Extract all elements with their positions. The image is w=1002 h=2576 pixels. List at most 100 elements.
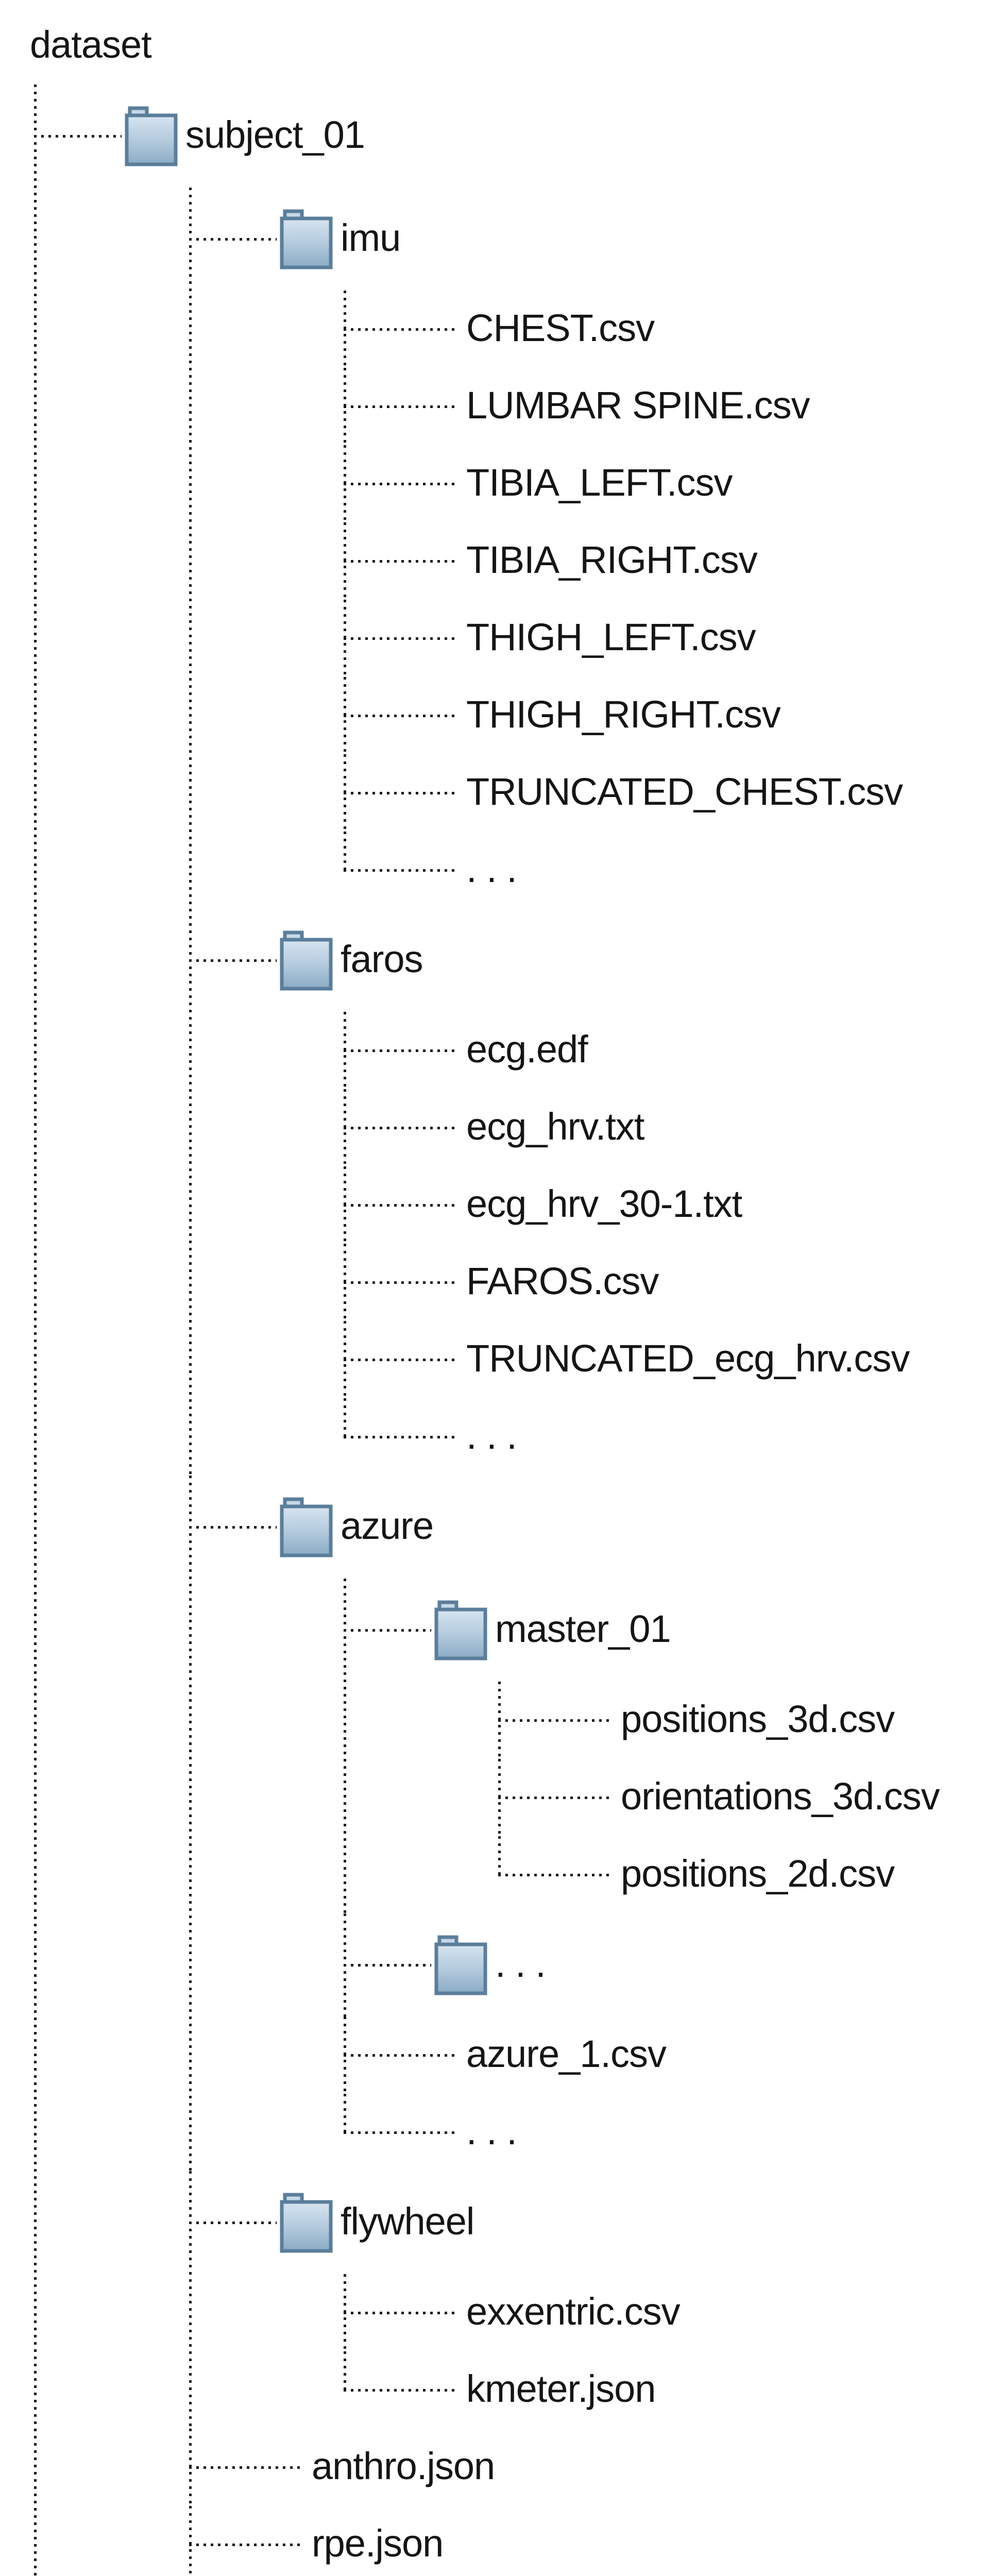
file-row-anthro-json: anthro.json (0, 2429, 1002, 2506)
node-label-tibia-left-csv: TIBIA_LEFT.csv (466, 461, 733, 504)
node-label-dataset: dataset (30, 23, 152, 66)
file-row-lumbar-spine-csv: LUMBAR SPINE.csv (0, 368, 1002, 445)
tree-node-ellipsis: . . . (0, 832, 1002, 909)
node-label-ellipsis: . . . (466, 848, 517, 890)
children-of-azure: master_01 positions_3d.csv orientations_3d… (0, 1579, 1002, 2171)
tree-node-ecg-hrv-txt: ecg_hrv.txt (0, 1089, 1002, 1166)
node-label-ecg-hrv-30-1-txt: ecg_hrv_30-1.txt (466, 1182, 742, 1225)
file-row-ellipsis: . . . (0, 1398, 1002, 1476)
file-row-ecg-hrv-txt: ecg_hrv.txt (0, 1089, 1002, 1166)
file-row-azure-1-csv: azure_1.csv (0, 2016, 1002, 2094)
tree-node-ellipsis: . . . (0, 2094, 1002, 2171)
node-label-ellipsis: . . . (495, 1942, 546, 1985)
tree-root-row: dataset (0, 7, 1002, 84)
file-row-ellipsis: . . . (0, 2094, 1002, 2171)
children-of-flywheel: exxentric.csv kmeter.json (0, 2274, 1002, 2429)
node-label-ellipsis: . . . (466, 2110, 517, 2153)
tree-node-truncated-ecg-hrv-csv: TRUNCATED_ecg_hrv.csv (0, 1321, 1002, 1398)
file-row-orientations-3d-csv: orientations_3d.csv (0, 1759, 1002, 1836)
file-row-tibia-right-csv: TIBIA_RIGHT.csv (0, 522, 1002, 600)
tree-node-ellipsis: . . . (0, 1398, 1002, 1476)
tree-node-truncated-chest-csv: TRUNCATED_CHEST.csv (0, 754, 1002, 832)
node-label-lumbar-spine-csv: LUMBAR SPINE.csv (466, 384, 810, 427)
node-label-ecg-hrv-txt: ecg_hrv.txt (466, 1105, 644, 1148)
file-row-exxentric-csv: exxentric.csv (0, 2274, 1002, 2351)
node-label-thigh-right-csv: THIGH_RIGHT.csv (466, 693, 781, 736)
node-label-subject-01: subject_01 (185, 113, 365, 156)
node-label-faros: faros (341, 938, 423, 980)
tree-node-faros-csv: FAROS.csv (0, 1244, 1002, 1321)
folder-row-flywheel: flywheel (0, 2171, 1002, 2274)
file-row-truncated-ecg-hrv-csv: TRUNCATED_ecg_hrv.csv (0, 1321, 1002, 1398)
tree-node-ellipsis: . . . (0, 1913, 1002, 2016)
node-label-positions-2d-csv: positions_2d.csv (621, 1852, 895, 1895)
folder-icon (280, 209, 333, 269)
tree-node-anthro-json: anthro.json (0, 2429, 1002, 2506)
file-row-thigh-right-csv: THIGH_RIGHT.csv (0, 677, 1002, 754)
node-label-thigh-left-csv: THIGH_LEFT.csv (466, 616, 756, 658)
file-row-ecg-edf: ecg.edf (0, 1012, 1002, 1089)
tree-node-exxentric-csv: exxentric.csv (0, 2274, 1002, 2351)
file-row-faros-csv: FAROS.csv (0, 1244, 1002, 1321)
node-label-truncated-chest-csv: TRUNCATED_CHEST.csv (466, 770, 903, 813)
tree-node-kmeter-json: kmeter.json (0, 2351, 1002, 2429)
folder-row-ellipsis: . . . (0, 1913, 1002, 2016)
folder-icon (280, 1497, 333, 1557)
node-label-ecg-edf: ecg.edf (466, 1028, 588, 1071)
tree-node-flywheel: flywheel exxentric.csv kmeter.json (0, 2171, 1002, 2429)
tree-node-thigh-left-csv: THIGH_LEFT.csv (0, 600, 1002, 677)
node-label-exxentric-csv: exxentric.csv (466, 2290, 681, 2333)
node-label-azure-1-csv: azure_1.csv (466, 2032, 667, 2075)
node-label-truncated-ecg-hrv-csv: TRUNCATED_ecg_hrv.csv (466, 1337, 910, 1380)
tree-node-azure-1-csv: azure_1.csv (0, 2016, 1002, 2094)
folder-row-faros: faros (0, 909, 1002, 1012)
node-label-rpe-json: rpe.json (312, 2522, 444, 2565)
tree-node-positions-3d-csv: positions_3d.csv (0, 1682, 1002, 1759)
folder-row-imu: imu (0, 188, 1002, 291)
tree-node-master-01: master_01 positions_3d.csv orientations_3d… (0, 1579, 1002, 1913)
node-label-faros-csv: FAROS.csv (466, 1260, 659, 1302)
folder-icon (280, 2193, 333, 2253)
tree-node-tibia-left-csv: TIBIA_LEFT.csv (0, 445, 1002, 522)
file-row-tibia-left-csv: TIBIA_LEFT.csv (0, 445, 1002, 522)
tree-node-orientations-3d-csv: orientations_3d.csv (0, 1759, 1002, 1836)
node-label-master-01: master_01 (495, 1607, 671, 1650)
tree-node-chest-csv: CHEST.csv (0, 291, 1002, 368)
folder-icon (125, 106, 178, 166)
node-label-positions-3d-csv: positions_3d.csv (621, 1698, 895, 1740)
tree-node-lumbar-spine-csv: LUMBAR SPINE.csv (0, 368, 1002, 445)
tree-node-thigh-right-csv: THIGH_RIGHT.csv (0, 677, 1002, 754)
folder-row-master-01: master_01 (0, 1579, 1002, 1682)
folder-icon (434, 1935, 487, 1995)
folder-icon (280, 930, 333, 991)
file-row-chest-csv: CHEST.csv (0, 291, 1002, 368)
tree-node-positions-2d-csv: positions_2d.csv (0, 1836, 1002, 1913)
tree-node-azure: azure master_01 positions_3d.csv orientatio… (0, 1476, 1002, 2171)
tree-node-ecg-hrv-30-1-txt: ecg_hrv_30-1.txt (0, 1166, 1002, 1244)
folder-row-azure: azure (0, 1476, 1002, 1579)
node-label-orientations-3d-csv: orientations_3d.csv (621, 1775, 940, 1818)
folder-icon (434, 1600, 487, 1660)
file-row-positions-2d-csv: positions_2d.csv (0, 1836, 1002, 1913)
node-label-azure: azure (341, 1504, 434, 1547)
file-row-ellipsis: . . . (0, 832, 1002, 909)
node-label-tibia-right-csv: TIBIA_RIGHT.csv (466, 538, 758, 581)
file-row-rpe-json: rpe.json (0, 2506, 1002, 2576)
file-row-truncated-chest-csv: TRUNCATED_CHEST.csv (0, 754, 1002, 832)
tree-node-rpe-json: rpe.json (0, 2506, 1002, 2576)
file-row-positions-3d-csv: positions_3d.csv (0, 1682, 1002, 1759)
node-label-ellipsis: . . . (466, 1414, 517, 1457)
file-row-thigh-left-csv: THIGH_LEFT.csv (0, 600, 1002, 677)
node-label-kmeter-json: kmeter.json (466, 2367, 656, 2410)
node-label-imu: imu (341, 216, 401, 259)
folder-row-subject-01: subject_01 (0, 84, 1002, 188)
node-label-flywheel: flywheel (341, 2200, 474, 2243)
